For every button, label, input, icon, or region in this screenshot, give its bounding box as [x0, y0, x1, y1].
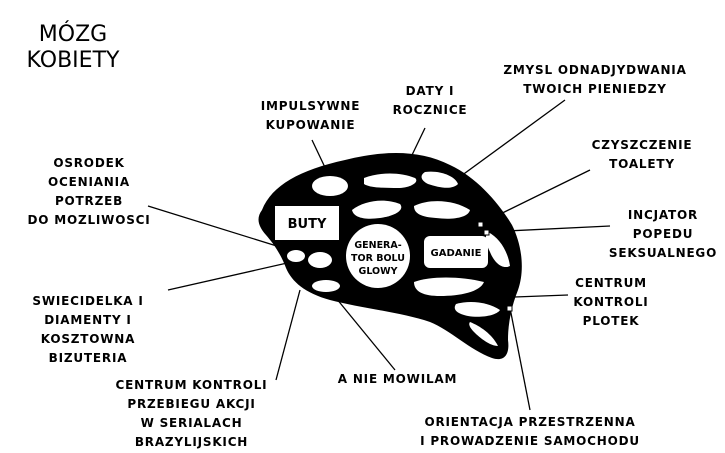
region-buty: [275, 206, 339, 240]
region-small-low: [312, 280, 340, 292]
sulcus-top-1: [364, 173, 417, 188]
pointer-orientacja: [509, 307, 531, 411]
page-title: MÓZG KOBIETY: [18, 22, 128, 74]
sulcus-mid-2: [414, 201, 470, 219]
region-generator: [346, 224, 410, 288]
region-label-gadanie: GADANIE: [431, 248, 482, 259]
marker-1: [477, 221, 484, 228]
region-label-buty: BUTY: [288, 217, 327, 232]
pointer-swiecidelka: [167, 260, 297, 291]
marker-2: [483, 229, 490, 236]
region-small-mid: [308, 252, 332, 268]
pointer-centrum-seriale: [275, 289, 301, 381]
title-line-1: MÓZG: [38, 22, 108, 47]
label-zmysl: ZMYSL ODNADJYDWANIA TWOICH PIENIEDZY: [503, 63, 687, 96]
sulcus-mid-1: [352, 200, 402, 219]
label-daty: DATY I ROCZNICE: [392, 84, 468, 117]
label-osrodek: OSRODEK OCENIANIA POTRZEB DO MOZLIWOSCI: [27, 156, 151, 227]
sulcus-right: [485, 232, 510, 268]
sulcus-top-2: [421, 171, 458, 188]
region-label-generator-1: GENERA-: [354, 240, 401, 251]
label-centrum-plotek: CENTRUM KONTROLI PLOTEK: [573, 276, 649, 328]
label-czyszczenie: CZYSZCZENIE TOALETY: [591, 138, 693, 171]
region-label-generator-3: GLOWY: [359, 266, 398, 277]
label-impulsywne: IMPULSYWNE KUPOWANIE: [260, 99, 361, 132]
title-line-2: KOBIETY: [26, 48, 120, 73]
brain-sulci: [275, 171, 510, 346]
sulcus-bottom-1: [414, 277, 484, 296]
region-small-left: [287, 250, 305, 262]
region-gadanie: [424, 236, 488, 268]
sulcus-bottom-2: [454, 302, 500, 317]
label-swiecidelka: SWIECIDELKA I DIAMENTY I KOSZTOWNA BIZUT…: [32, 294, 144, 365]
pointer-osrodek: [147, 205, 297, 253]
region-label-generator-2: TOR BOLU: [351, 253, 405, 264]
sulcus-stem: [469, 322, 498, 346]
region-impulsywne: [312, 176, 348, 196]
pointer-markers: [477, 221, 513, 312]
label-centrum-seriale: CENTRUM KONTROLI PRZEBIEGU AKCJI W SERIA…: [115, 378, 268, 449]
label-nie-mowilam: A NIE MOWILAM: [337, 372, 458, 386]
marker-3: [506, 305, 513, 312]
label-incjator: INCJATOR POPEDU SEKSUALNEGO: [608, 208, 718, 260]
label-orientacja: ORIENTACJA PRZESTRZENNA I PROWADZENIE SA…: [420, 415, 640, 448]
